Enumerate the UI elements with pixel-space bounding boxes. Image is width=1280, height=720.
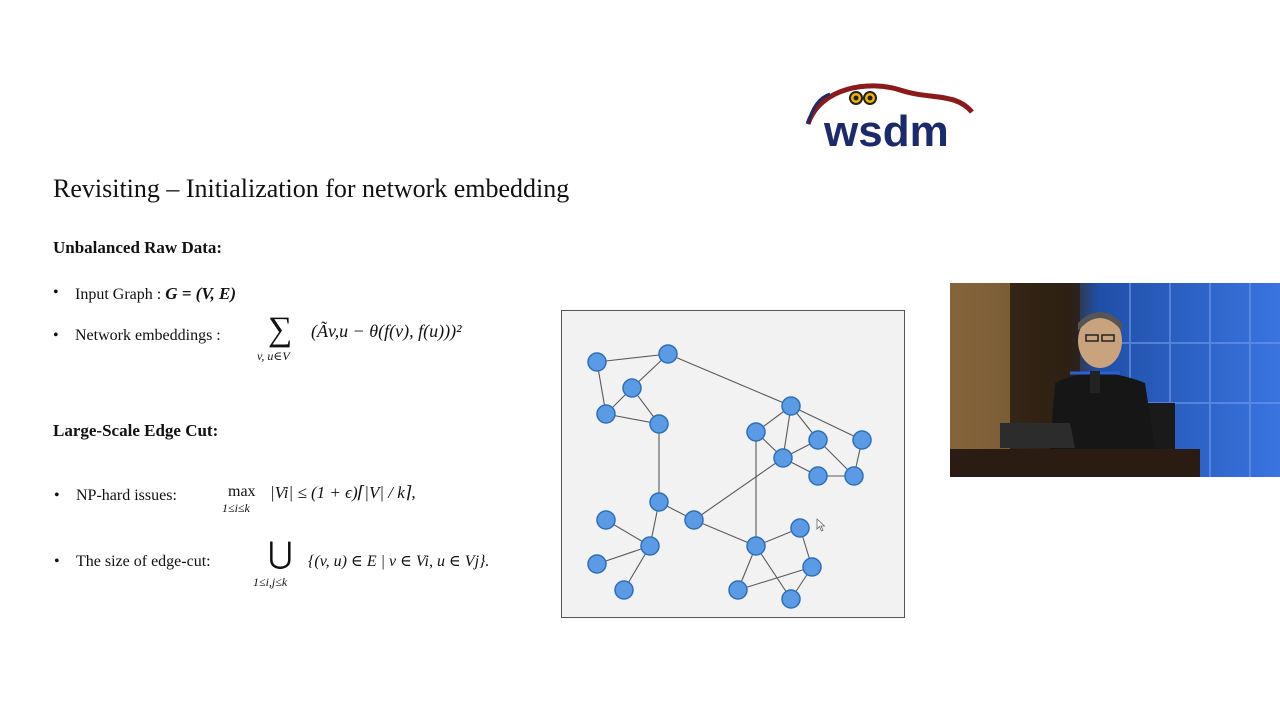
graph-edge bbox=[755, 545, 792, 600]
union-subscript: 1≤i,j≤k bbox=[253, 575, 288, 589]
np-hard-label: NP-hard issues: bbox=[76, 487, 177, 504]
sum-subscript: v, u∈V bbox=[257, 349, 290, 363]
slide-title: Revisiting – Initialization for network … bbox=[53, 174, 570, 203]
max-subscript: 1≤i≤k bbox=[222, 501, 250, 515]
graph-node bbox=[844, 466, 864, 486]
edge-cut-expression: {(v, u) ∈ E | v ∈ Vi, u ∈ Vj}. bbox=[308, 553, 490, 570]
graph-edge bbox=[790, 405, 863, 441]
graph-edge bbox=[667, 353, 792, 407]
graph-node bbox=[790, 518, 810, 538]
graph-node bbox=[852, 430, 872, 450]
input-graph-label: Input Graph : bbox=[75, 286, 166, 303]
graph-node bbox=[808, 466, 828, 486]
graph-node bbox=[808, 430, 828, 450]
graph-node bbox=[622, 378, 642, 398]
graph-node bbox=[587, 554, 607, 574]
microphone-icon bbox=[1090, 371, 1100, 393]
presenter-face bbox=[1078, 314, 1122, 368]
graph-node bbox=[746, 422, 766, 442]
edge-cut-label: The size of edge-cut: bbox=[76, 553, 211, 570]
network-embeddings-label: Network embeddings : bbox=[75, 327, 221, 344]
graph-node bbox=[587, 352, 607, 372]
graph-node bbox=[596, 510, 616, 530]
graph-node bbox=[781, 396, 801, 416]
bullet-input-graph: • Input Graph : G = (V, E) bbox=[53, 284, 236, 304]
logo-text: wsdm bbox=[823, 107, 949, 154]
bullet-network-embeddings: • Network embeddings : ∑ v, u∈V (Ãv,u −… bbox=[53, 313, 535, 377]
graph-node bbox=[614, 580, 634, 600]
bullet-np-hard: • NP-hard issues: max 1≤i≤k |Vi| ≤ (1 + … bbox=[54, 483, 496, 527]
graph-figure bbox=[561, 310, 905, 618]
graph-node bbox=[773, 448, 793, 468]
wsdm-logo: wsdm bbox=[800, 82, 980, 156]
graph-node bbox=[746, 536, 766, 556]
np-hard-expression: |Vi| ≤ (1 + ϵ)⌈|V| / k⌉, bbox=[270, 483, 416, 502]
bullet-icon: • bbox=[54, 553, 60, 570]
graph-edge bbox=[596, 353, 669, 363]
graph-node bbox=[728, 580, 748, 600]
graph-edge bbox=[737, 566, 813, 591]
graph-node bbox=[802, 557, 822, 577]
graph-node bbox=[684, 510, 704, 530]
section-heading-edge-cut: Large-Scale Edge Cut: bbox=[53, 421, 219, 440]
sum-symbol: ∑ bbox=[268, 311, 293, 348]
bullet-icon: • bbox=[53, 284, 59, 301]
bullet-icon: • bbox=[53, 327, 59, 344]
graph-node bbox=[649, 492, 669, 512]
union-operator: ⋃ bbox=[268, 537, 293, 570]
bullet-edge-cut-size: • The size of edge-cut: ⋃ 1≤i,j≤k {(v, u… bbox=[54, 539, 536, 593]
section-heading-unbalanced: Unbalanced Raw Data: bbox=[53, 238, 223, 257]
cursor-icon bbox=[816, 518, 826, 537]
max-operator: max bbox=[228, 483, 256, 500]
graph-node bbox=[596, 404, 616, 424]
graph-node bbox=[781, 589, 801, 609]
input-graph-math: G = (V, E) bbox=[165, 284, 236, 303]
graph-edge bbox=[693, 519, 757, 547]
graph-node bbox=[658, 344, 678, 364]
graph-edge bbox=[693, 457, 784, 521]
graph-node bbox=[649, 414, 669, 434]
bullet-icon: • bbox=[54, 487, 60, 504]
presenter-video bbox=[950, 283, 1280, 477]
graph-svg bbox=[587, 344, 872, 609]
graph-node bbox=[640, 536, 660, 556]
presenter-body bbox=[1050, 373, 1155, 449]
embedding-expression: (Ãv,u − θ(f(v), f(u)))² bbox=[311, 321, 462, 341]
